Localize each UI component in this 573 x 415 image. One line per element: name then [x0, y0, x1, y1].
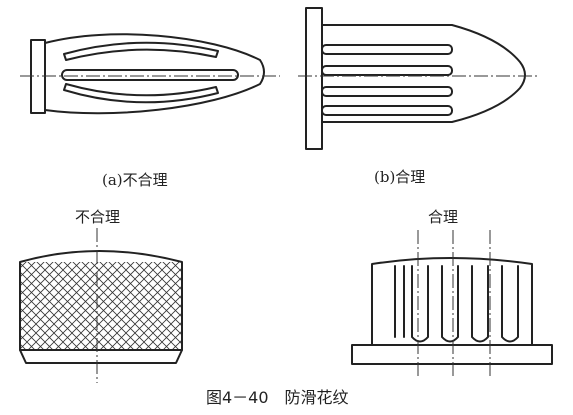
- label-b: (b)合理: [374, 168, 426, 186]
- handle-b-flange: [305, 7, 323, 150]
- handle-a-body: [44, 33, 265, 115]
- rib-1: [394, 265, 405, 338]
- flute-3: [471, 265, 489, 343]
- ribbed-outline: [371, 257, 533, 346]
- groove-2: [321, 65, 453, 76]
- groove-4: [321, 105, 453, 116]
- figure-caption: 图4－40 防滑花纹: [206, 388, 349, 407]
- knurled-outline: [19, 250, 183, 351]
- label-bottom-right: 合理: [428, 208, 459, 226]
- groove-1: [321, 44, 453, 55]
- label-a: (a)不合理: [102, 171, 168, 189]
- handle-b-straight-grooves: [305, 7, 526, 150]
- handle-a-curved-grooves: [30, 33, 265, 115]
- handle-b-body: [321, 24, 526, 123]
- label-bottom-left: 不合理: [75, 208, 121, 226]
- groove-3: [321, 86, 453, 97]
- ribbed-end: [351, 257, 553, 365]
- knurled-base: [19, 349, 183, 364]
- flute-1: [411, 265, 429, 343]
- flute-4: [501, 265, 519, 343]
- knurled-end: [19, 250, 183, 364]
- flute-2: [441, 265, 459, 343]
- groove-lower: [63, 83, 219, 104]
- groove-upper: [63, 41, 219, 61]
- groove-middle: [61, 69, 239, 81]
- ribbed-base: [351, 344, 553, 365]
- knurl-hatching: [20, 262, 182, 350]
